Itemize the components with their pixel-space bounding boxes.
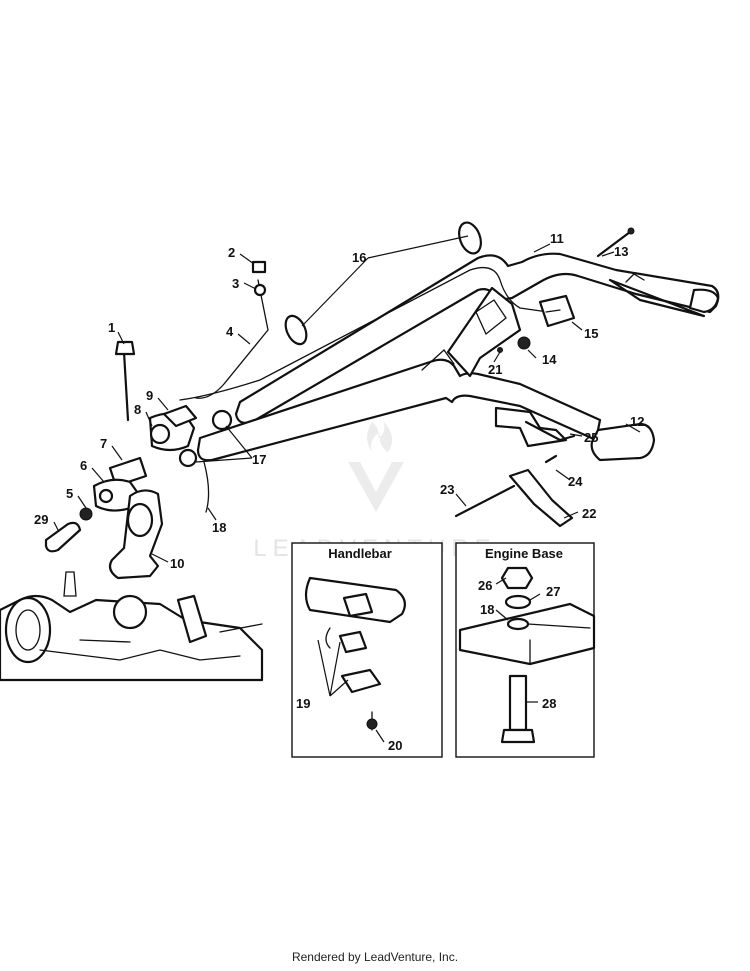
bracket bbox=[494, 406, 568, 448]
callout-4: 4 bbox=[226, 324, 234, 339]
inset-switch-exploded bbox=[338, 630, 368, 654]
callout-25: 25 bbox=[584, 430, 598, 445]
callout-16: 16 bbox=[352, 250, 366, 265]
inset-washer-27 bbox=[504, 594, 532, 610]
cable-ferrule bbox=[253, 283, 267, 297]
inset-nut-26 bbox=[500, 566, 534, 590]
nut-5 bbox=[79, 507, 93, 521]
knob-17a bbox=[211, 409, 233, 431]
leader-lines bbox=[53, 235, 641, 563]
bolt-1 bbox=[122, 350, 130, 422]
engine-gear bbox=[112, 594, 148, 630]
callout-3: 3 bbox=[232, 276, 239, 291]
wire-18 bbox=[203, 461, 210, 513]
pin-24 bbox=[544, 454, 558, 464]
lever-22 bbox=[508, 468, 574, 528]
pin-21 bbox=[497, 347, 503, 353]
inset-handlebar: Handlebar bbox=[291, 542, 443, 758]
callout-10: 10 bbox=[170, 556, 184, 571]
inset-bracket bbox=[340, 668, 382, 694]
callout-1: 1 bbox=[108, 320, 115, 335]
callout-11: 11 bbox=[550, 231, 564, 246]
callout-23: 23 bbox=[440, 482, 454, 497]
v-logo-icon bbox=[348, 462, 404, 512]
spring-25 bbox=[524, 420, 576, 442]
engine-pulley bbox=[4, 596, 52, 664]
callout-29: 29 bbox=[34, 512, 48, 527]
callout-7: 7 bbox=[100, 436, 107, 451]
callout-20: 20 bbox=[388, 738, 402, 753]
flame-logo-icon bbox=[367, 422, 393, 452]
callout-14: 14 bbox=[542, 352, 557, 367]
pin-13 bbox=[596, 230, 632, 258]
inset-base-plate bbox=[458, 602, 596, 666]
callout-6: 6 bbox=[80, 458, 87, 473]
grip-12 bbox=[590, 422, 656, 462]
cable-tie-top bbox=[458, 221, 482, 255]
engine-lever bbox=[176, 594, 208, 644]
handlebar-assembly bbox=[179, 221, 720, 528]
callout-18: 18 bbox=[212, 520, 226, 535]
handlebar-panel bbox=[446, 286, 522, 378]
knob-17b bbox=[178, 448, 198, 468]
callout-5: 5 bbox=[66, 486, 73, 501]
inset-handlebar-title: Handlebar bbox=[328, 546, 392, 561]
callout-21: 21 bbox=[488, 362, 502, 377]
nut-14 bbox=[517, 336, 531, 350]
callout-numbers: 2 3 4 1 9 8 7 6 5 29 10 16 11 13 15 14 2… bbox=[34, 231, 644, 753]
inset-bolt-28 bbox=[508, 674, 528, 732]
callout-17: 17 bbox=[252, 452, 266, 467]
right-grip bbox=[688, 288, 720, 314]
sleeve-29 bbox=[44, 521, 82, 553]
callout-13: 13 bbox=[614, 244, 628, 259]
clutch-cable bbox=[195, 279, 269, 399]
callout-12: 12 bbox=[630, 414, 644, 429]
footer-credit: Rendered by LeadVenture, Inc. bbox=[291, 950, 459, 964]
callout-28: 28 bbox=[542, 696, 556, 711]
engine-block bbox=[0, 571, 264, 682]
inset-terminal-18 bbox=[506, 617, 530, 631]
bolt-23 bbox=[454, 484, 516, 518]
cable-tie-mid bbox=[284, 314, 308, 346]
cable-stop bbox=[251, 260, 267, 274]
callout-18-inset: 18 bbox=[480, 602, 494, 617]
callout-24: 24 bbox=[568, 474, 583, 489]
callout-22: 22 bbox=[582, 506, 596, 521]
callout-19: 19 bbox=[296, 696, 310, 711]
control-lever bbox=[608, 278, 706, 318]
callout-27: 27 bbox=[546, 584, 560, 599]
callout-26: 26 bbox=[478, 578, 492, 593]
watermark: LEADVENTURE bbox=[253, 422, 491, 562]
inset-switch bbox=[342, 592, 374, 618]
callout-9: 9 bbox=[146, 388, 153, 403]
inset-engine-base: Engine Base bbox=[455, 542, 596, 758]
callout-2: 2 bbox=[228, 245, 235, 260]
inset-engine-base-title: Engine Base bbox=[485, 546, 563, 561]
callout-15: 15 bbox=[584, 326, 598, 341]
cap-9 bbox=[162, 404, 198, 428]
callout-8: 8 bbox=[134, 402, 141, 417]
left-parts bbox=[44, 340, 233, 580]
